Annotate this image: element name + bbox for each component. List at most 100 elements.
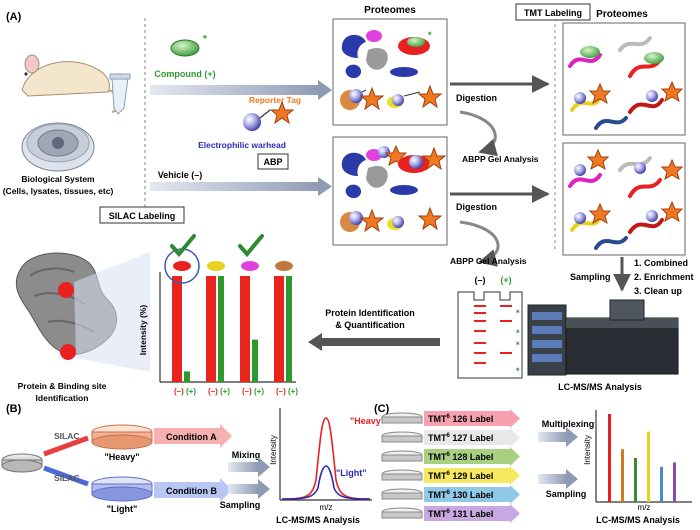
silac-labeling-box: [99, 206, 185, 224]
gel-plus-label: (+): [500, 275, 511, 285]
silac-heavy-label: SILAC: [54, 431, 80, 441]
peak-light-label: "Light": [336, 468, 367, 478]
svg-text:*: *: [516, 328, 520, 338]
protein-id-arrow-head: [308, 333, 322, 351]
tmt-row: TMT6 129 Label: [381, 466, 520, 485]
tmt-dish-body: [381, 435, 423, 443]
condition-b-arrow: [154, 482, 220, 498]
tmt-row: TMT6 130 Label: [381, 485, 520, 504]
condition-b-label: Condition B: [166, 486, 217, 496]
bar-minus-magenta: [240, 276, 250, 382]
protein-id-label-2: & Quantification: [335, 320, 405, 330]
tmt-bar-131: [673, 462, 676, 502]
digestion-label-2: Digestion: [456, 202, 497, 212]
tmt-dish-body: [381, 473, 423, 481]
abpp-gel-label-1: ABPP Gel Analysis: [462, 154, 539, 164]
tmt-labeling-box: [515, 3, 591, 21]
peptide-sphere-4: [634, 162, 646, 174]
tmt-label-arrow: [424, 487, 510, 502]
tmt-label-arrow-head: [510, 504, 520, 523]
peptide-star-4: [660, 158, 684, 181]
abp-box: [257, 153, 289, 170]
heavy-label: "Heavy": [104, 452, 139, 462]
tmt-row: TMT6 127 Label: [381, 428, 520, 447]
silac-light-arrow: [43, 465, 89, 487]
biological-system-detail: (Cells, lysates, tissues, etc): [3, 186, 114, 196]
multiplexing-arrow: [538, 432, 566, 442]
bar-plus-yellow: [218, 276, 224, 382]
tmt-label-text: TMT6 127 Label: [428, 433, 493, 443]
light-peak: [281, 465, 371, 500]
protein-icon-red: [173, 261, 191, 271]
bar-minus-brown: [274, 276, 284, 382]
bar-label-plus: (+): [288, 387, 298, 396]
tmt-bar-129: [647, 431, 650, 502]
svg-text:*: *: [516, 340, 520, 350]
panel-label-a: (A): [6, 11, 22, 23]
warhead-label: Electrophilic warhead: [198, 140, 286, 150]
abpp-arrow-1: [459, 110, 499, 157]
vehicle-arrow: [150, 182, 320, 191]
panel-label-b: (B): [6, 403, 22, 415]
tmt-dish-body: [381, 416, 423, 424]
mixing-label: Mixing: [232, 450, 261, 460]
silac-labeling-label: SILAC Labeling: [109, 211, 176, 221]
peptide-compound-1: [580, 46, 600, 58]
tmt-label-text: TMT6 129 Label: [428, 471, 493, 481]
vehicle-arrow-head: [318, 177, 332, 196]
proteomes-title-2: Proteomes: [596, 9, 648, 20]
tmt-label-text: TMT6 131 Label: [428, 509, 493, 519]
peptide-box-compound: [562, 22, 686, 136]
abpp-gel-label-2: ABPP Gel Analysis: [450, 256, 527, 266]
abp-linker: [259, 109, 271, 119]
silac-heavy-arrow: [43, 435, 89, 457]
peptide-sphere-1: [574, 92, 586, 104]
gel-minus-label: (–): [475, 275, 486, 285]
compound-arrow-head: [318, 80, 332, 100]
condition-a-arrow: [154, 428, 220, 444]
abpp-arrow-2: [459, 220, 500, 267]
tmt-label-text: TMT6 126 Label: [428, 414, 493, 424]
dish-light: [91, 476, 153, 502]
proteome-contents-compound: *: [340, 30, 443, 111]
sampling-label: Sampling: [570, 272, 611, 282]
tmt-row: TMT6 128 Label: [381, 447, 520, 466]
tmt-label-arrow-head: [510, 485, 520, 504]
heavy-peak: [281, 417, 371, 500]
panel-label-c: (C): [374, 403, 390, 415]
abp-label: ABP: [263, 157, 282, 167]
peptide-compound-2: [644, 52, 664, 64]
bar-label-minus: (–): [276, 387, 286, 396]
silac-light-label: SILAC: [54, 473, 80, 483]
tmt-label-arrow: [424, 506, 510, 521]
tmt-bar-128: [634, 458, 637, 502]
tmt-label-arrow: [424, 468, 510, 483]
peptide-star-6: [660, 200, 684, 223]
proteome-contents-vehicle: [340, 144, 447, 233]
tmt-labeling-label: TMT Labeling: [524, 8, 582, 18]
peptide-sphere-2: [646, 90, 658, 102]
protein-id-arrow: [320, 338, 440, 346]
compound-icon: [170, 39, 200, 57]
dish-source: [1, 453, 43, 473]
sampling-label-b: Sampling: [220, 500, 261, 510]
biological-system-title: Biological System: [21, 174, 95, 184]
protein-icon-magenta: [241, 261, 259, 271]
vehicle-label: Vehicle (–): [158, 170, 203, 180]
bar-plus-brown: [286, 276, 292, 382]
intensity-axis-label: Intensity (%): [138, 305, 148, 356]
intensity-label-b: Intensity: [269, 435, 278, 465]
lcms-label-b: LC-MS/MS Analysis: [276, 515, 360, 525]
sampling-arrow-b: [228, 484, 258, 494]
silac-peak-chart: [279, 408, 372, 501]
tmt-bar-126: [608, 414, 611, 502]
condition-a-label: Condition A: [166, 432, 217, 442]
reporter-star-icon: [269, 100, 295, 125]
bar-label-plus: (+): [254, 387, 264, 396]
lcms-label-a: LC-MS/MS Analysis: [558, 382, 642, 392]
tmt-label-arrow-head: [510, 409, 520, 428]
peptide-star-5: [588, 202, 612, 225]
peptide-contents-vehicle: [568, 156, 664, 250]
peptide-sphere-6: [646, 210, 658, 222]
